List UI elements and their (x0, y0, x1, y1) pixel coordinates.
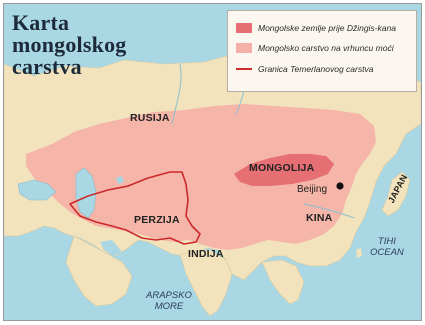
mongol-empire-peak-area (26, 104, 376, 250)
legend-item-pre-genghis: Mongolske zemlje prije Džingis-kana (236, 23, 396, 33)
river (171, 63, 182, 125)
legend-label: Granica Temerlanovog carstva (258, 64, 374, 74)
label-indija: INDIJA (188, 248, 224, 260)
mongol-lands-pre-genghis-area (234, 154, 334, 186)
label-arapsko-more: ARAPSKO MORE (146, 290, 192, 312)
arabia-land (65, 235, 133, 307)
legend-item-peak: Mongolsko carstvo na vrhuncu moći (236, 43, 394, 53)
persian-gulf (100, 240, 122, 256)
label-tihi: TIHI (377, 236, 396, 247)
legend-swatch-border-line (236, 68, 252, 70)
legend-item-timur-border: Granica Temerlanovog carstva (236, 64, 373, 74)
title-line-3: carstva (12, 54, 82, 79)
legend-label: Mongolske zemlje prije Džingis-kana (258, 23, 396, 33)
label-ocean: OCEAN (370, 247, 404, 258)
map-title: Karta mongolskog carstva (12, 12, 126, 78)
india-land (179, 249, 233, 317)
label-perzija: PERZIJA (134, 214, 180, 226)
aral-sea (116, 176, 124, 184)
label-rusija: RUSIJA (130, 112, 170, 124)
label-arapsko: ARAPSKO (146, 290, 192, 301)
label-kina: KINA (306, 212, 333, 224)
caspian-sea (75, 167, 97, 219)
beijing-marker (336, 182, 344, 190)
legend-box: Mongolske zemlje prije Džingis-kana Mong… (227, 10, 417, 92)
legend-label: Mongolsko carstvo na vrhuncu moći (258, 43, 394, 53)
title-line-1: Karta (12, 10, 70, 35)
title-line-2: mongolskog (12, 32, 127, 57)
japan-land (381, 171, 411, 217)
black-sea (17, 179, 57, 201)
label-tihi-ocean: TIHI OCEAN (370, 236, 404, 258)
label-beijing: Beijing (297, 184, 328, 195)
label-mongolija: MONGOLIJA (249, 162, 315, 174)
legend-swatch-empire (236, 43, 252, 53)
map-frame: Karta mongolskog carstva Mongolske zemlj… (3, 3, 422, 321)
label-more: MORE (154, 301, 184, 312)
legend-swatch-core (236, 23, 252, 33)
timur-empire-border (69, 171, 201, 245)
river (303, 203, 355, 219)
taiwan-land (356, 248, 362, 258)
se-asia-land (261, 259, 305, 305)
